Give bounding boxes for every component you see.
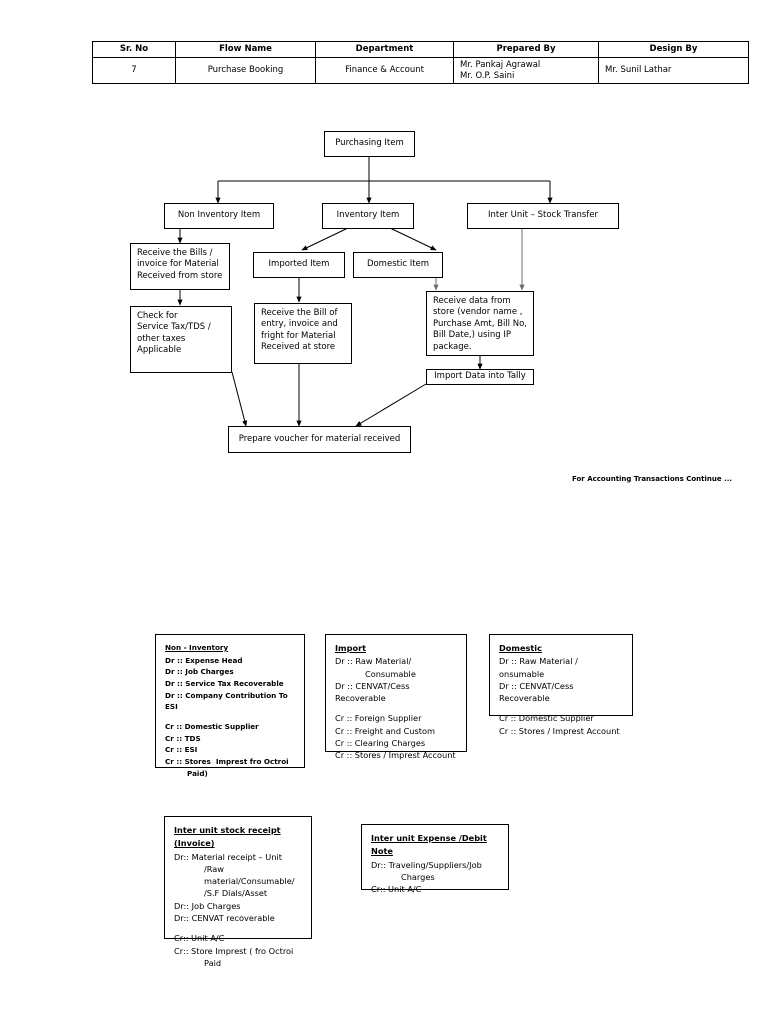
flow-node-receive-data-from-store[interactable]: Receive data from store (vendor name , P… bbox=[426, 291, 534, 356]
legend-title-import: Import bbox=[335, 643, 367, 653]
flow-header-table: Sr. No Flow Name Department Prepared By … bbox=[92, 41, 749, 85]
legend-line: Dr :: Raw Material / onsumable bbox=[499, 656, 581, 679]
legend-line-indent: Consumable bbox=[365, 668, 416, 679]
legend-line: Dr :: Expense Head bbox=[165, 655, 243, 665]
legend-title-inter-unit-stock-receipt-2: (Invoice) bbox=[174, 838, 215, 849]
legend-line: Cr :: Stores / Imprest Account bbox=[499, 725, 620, 736]
legend-line: Dr :: Company Contribution To ESI bbox=[165, 690, 291, 712]
legend-line: Dr:: Material receipt – Unit bbox=[174, 851, 282, 862]
legend-inter-unit-stock-receipt: Inter unit stock receipt (Invoice) Dr:: … bbox=[164, 816, 312, 968]
legend-line: Dr :: CENVAT/Cess Recoverable bbox=[499, 680, 577, 704]
legend-line: Dr :: Service Tax Recoverable bbox=[165, 678, 284, 688]
flow-node-check-for-tax[interactable]: Check for Service Tax/TDS / other taxes … bbox=[130, 306, 232, 373]
column-header-design-by: Design By bbox=[598, 41, 749, 58]
legend-line: Dr:: CENVAT recoverable bbox=[174, 913, 275, 924]
legend-domestic: Domestic Dr :: Raw Material / onsumable … bbox=[489, 634, 633, 736]
flow-node-domestic-item[interactable]: Domestic Item bbox=[353, 252, 443, 278]
legend-line: Cr :: Domestic Supplier bbox=[499, 713, 594, 724]
cell-department: Finance & Account bbox=[315, 56, 454, 85]
legend-non-inventory: Non - Inventory Dr :: Expense Head Dr ::… bbox=[155, 634, 305, 778]
legend-import: Import Dr :: Raw Material/ Consumable Dr… bbox=[325, 634, 467, 760]
legend-line: Dr :: CENVAT/Cess Recoverable bbox=[335, 680, 413, 704]
flow-node-inventory-item[interactable]: Inventory Item bbox=[322, 203, 414, 229]
legend-line: Cr :: Domestic Supplier bbox=[165, 721, 259, 731]
flow-node-import-data-into-tally[interactable]: Import Data into Tally bbox=[426, 369, 534, 385]
flow-node-imported-item[interactable]: Imported Item bbox=[253, 252, 345, 278]
legend-line: Cr:: Unit A/C bbox=[174, 933, 225, 944]
table-header-row: Sr. No Flow Name Department Prepared By … bbox=[92, 41, 749, 58]
legend-line: Cr :: Stores / Imprest Account bbox=[335, 750, 456, 761]
flow-node-receive-bill-of-entry[interactable]: Receive the Bill of entry, invoice and f… bbox=[254, 303, 352, 364]
legend-line-indent: /Raw material/Consumable/ bbox=[204, 863, 295, 887]
legend-title-inter-unit-expense: Inter unit Expense /Debit bbox=[371, 833, 487, 843]
column-header-department: Department bbox=[315, 41, 454, 58]
legend-spacer bbox=[499, 704, 624, 712]
flow-node-purchasing-item[interactable]: Purchasing Item bbox=[324, 131, 415, 157]
flow-node-receive-bills[interactable]: Receive the Bills / invoice for Material… bbox=[130, 243, 230, 290]
legend-line: Cr :: Clearing Charges bbox=[335, 738, 426, 749]
legend-spacer bbox=[165, 713, 296, 721]
legend-line-indent: Paid) bbox=[187, 768, 208, 778]
legend-title-non-inventory: Non - Inventory bbox=[165, 643, 229, 652]
legend-line-indent: /S.F Dials/Asset bbox=[204, 888, 268, 899]
legend-inter-unit-expense: Inter unit Expense /Debit Note Dr:: Trav… bbox=[361, 824, 509, 894]
legend-line: Cr:: Store Imprest ( fro Octroi bbox=[174, 945, 294, 956]
flow-node-inter-unit-stock-transfer[interactable]: Inter Unit – Stock Transfer bbox=[467, 203, 619, 229]
cell-flow-name: Purchase Booking bbox=[175, 56, 316, 85]
footer-note: For Accounting Transactions Continue ... bbox=[572, 475, 733, 483]
legend-line: Cr:: Unit A/C bbox=[371, 884, 422, 895]
cell-sr-no: 7 bbox=[92, 56, 176, 85]
table-row: 7 Purchase Booking Finance & Account Mr.… bbox=[92, 56, 749, 85]
cell-prepared-by: Mr. Pankaj Agrawal Mr. O.P. Saini bbox=[453, 56, 599, 85]
prepared-by-line-1: Mr. Pankaj Agrawal bbox=[460, 60, 541, 70]
legend-line: Cr :: Foreign Supplier bbox=[335, 713, 422, 724]
column-header-flow-name: Flow Name bbox=[175, 41, 316, 58]
flow-node-non-inventory-item[interactable]: Non Inventory Item bbox=[164, 203, 274, 229]
prepared-by-line-2: Mr. O.P. Saini bbox=[460, 70, 515, 81]
legend-line: Dr:: Traveling/Suppliers/Job bbox=[371, 859, 482, 870]
legend-line: Cr :: Stores Imprest fro Octroi bbox=[165, 756, 289, 766]
legend-title-inter-unit-stock-receipt: Inter unit stock receipt bbox=[174, 825, 281, 835]
legend-line-indent: Paid bbox=[204, 957, 222, 968]
column-header-prepared-by: Prepared By bbox=[453, 41, 599, 58]
legend-line: Cr :: ESI bbox=[165, 745, 198, 755]
cell-design-by: Mr. Sunil Lathar bbox=[598, 56, 749, 85]
legend-title-inter-unit-expense-2: Note bbox=[371, 846, 393, 857]
legend-spacer bbox=[335, 704, 458, 712]
flow-node-prepare-voucher[interactable]: Prepare voucher for material received bbox=[228, 426, 411, 453]
legend-line: Dr:: Job Charges bbox=[174, 900, 241, 911]
legend-title-domestic: Domestic bbox=[499, 643, 542, 653]
legend-line: Dr :: Raw Material/ bbox=[335, 656, 412, 667]
column-header-sr-no: Sr. No bbox=[92, 41, 176, 58]
legend-spacer bbox=[174, 924, 303, 932]
legend-line: Cr :: Freight and Custom bbox=[335, 725, 435, 736]
legend-line: Dr :: Job Charges bbox=[165, 667, 234, 677]
legend-line: Cr :: TDS bbox=[165, 733, 201, 743]
legend-line-indent: Charges bbox=[401, 871, 435, 882]
